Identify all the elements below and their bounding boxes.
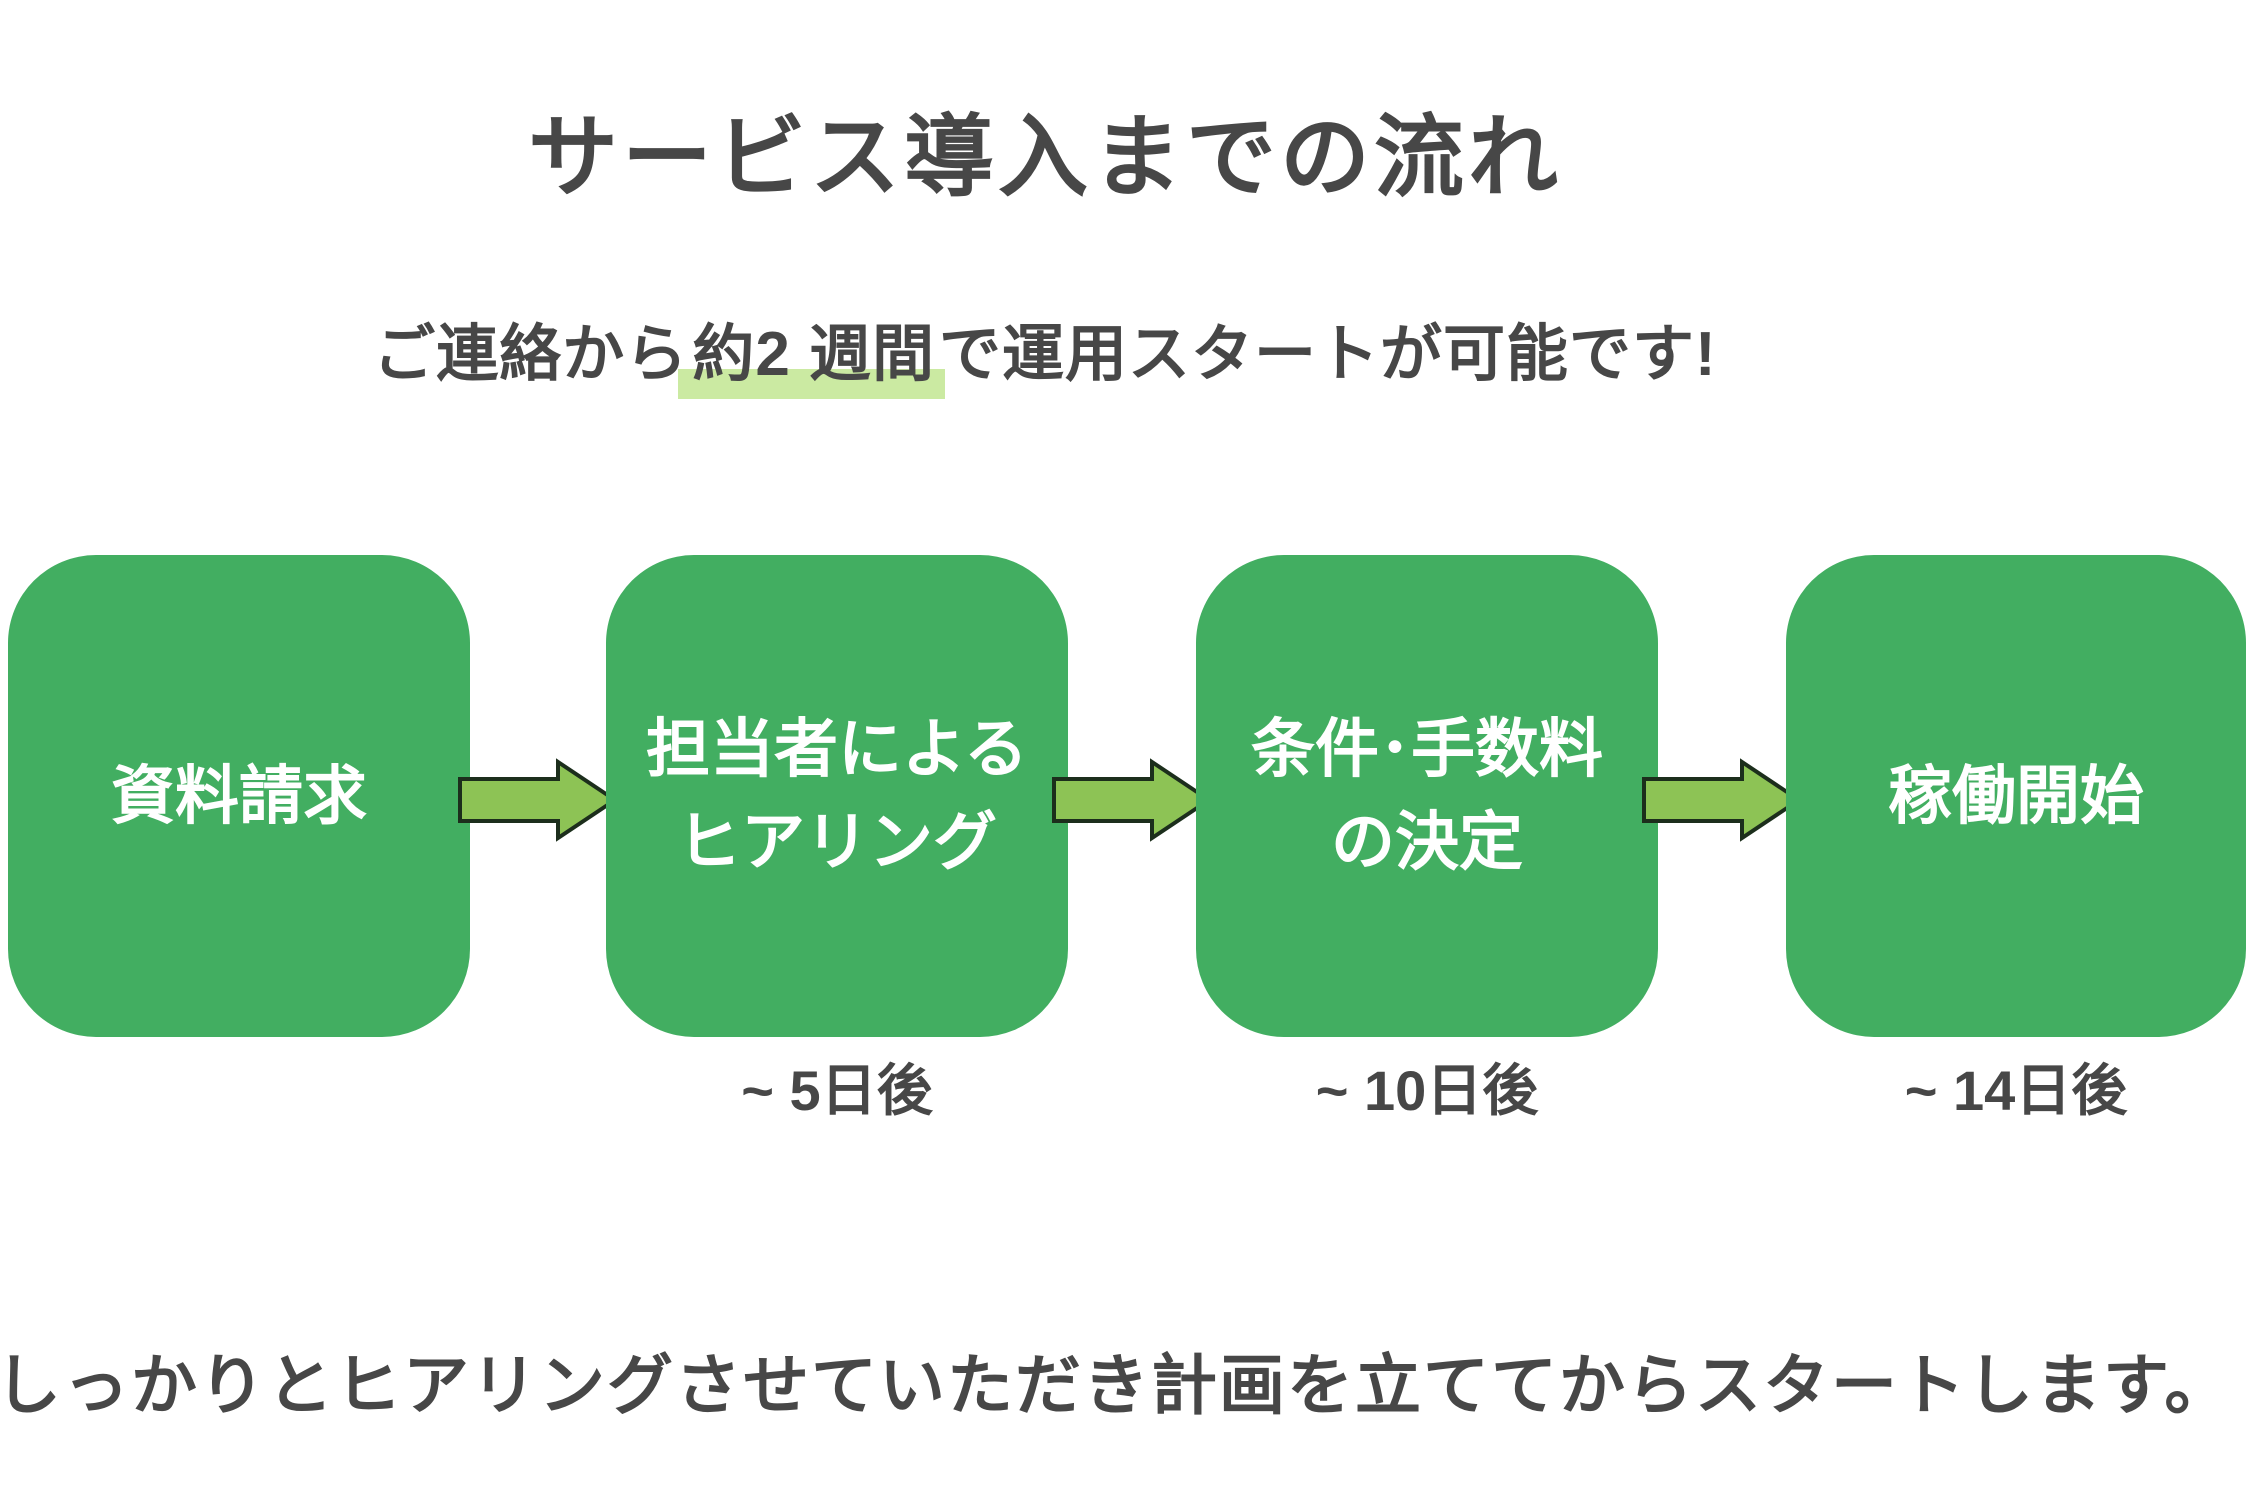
flow-arrow-right-icon	[1642, 758, 1802, 842]
step-label-line: 稼働開始	[1888, 759, 2144, 832]
timing-label-step2: ~ 5日後	[741, 1059, 933, 1122]
step-box-hearing: 担当者による ヒアリング	[606, 555, 1068, 1037]
step-box-operation-start: 稼働開始	[1786, 555, 2246, 1037]
timing-label-step3: ~ 10日後	[1315, 1059, 1539, 1122]
subtitle-highlighted-text: 約2 週間	[678, 320, 946, 399]
subtitle-text-before: ご連絡から	[373, 320, 689, 389]
page-subtitle: ご連絡から約2 週間で運用スタートが可能です!	[0, 318, 2090, 399]
flow-arrow-right-icon	[458, 758, 618, 842]
timing-label-step4: ~ 14日後	[1904, 1059, 2128, 1122]
step-label-line: 担当者による	[645, 713, 1029, 786]
page-title: サービス導入までの流れ	[528, 108, 1562, 208]
flow-arrow-right-icon	[1052, 758, 1212, 842]
step-box-terms-fees-decision: 条件･手数料 の決定	[1196, 555, 1658, 1037]
footer-note: しっかりとヒアリングさせていただき計画を立ててからスタートします。	[0, 1348, 2233, 1422]
step-box-document-request: 資料請求	[8, 555, 470, 1037]
step-label-line: 資料請求	[111, 759, 367, 832]
step-label-line: ヒアリング	[677, 806, 997, 878]
step-label-line: の決定	[1331, 806, 1523, 878]
step-label-line: 条件･手数料	[1251, 713, 1603, 786]
subtitle-text-after: で運用スタートが可能です!	[939, 320, 1717, 389]
